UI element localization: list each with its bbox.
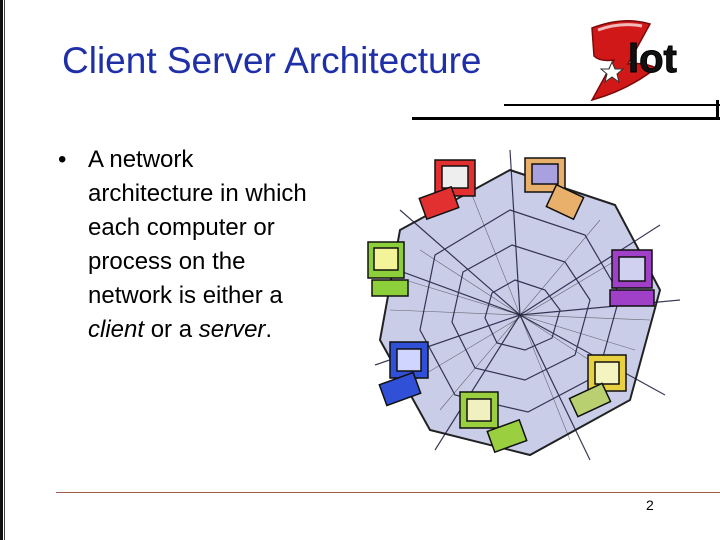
bullet-line-1: A network	[88, 146, 194, 173]
footer-rule	[56, 492, 720, 493]
title-rule-1	[504, 104, 720, 106]
left-border	[0, 0, 3, 540]
computer-tan	[524, 157, 585, 221]
bullet-line-4: process on the	[88, 248, 246, 275]
computer-red	[418, 159, 476, 221]
zlot-logo: lot	[590, 20, 677, 102]
bullet-marker: •	[58, 146, 67, 173]
bullet-item: A network architecture in which each com…	[88, 143, 358, 347]
client-term: client	[88, 316, 145, 343]
computer-blue	[378, 341, 429, 407]
bullet-line-5: network is either a	[88, 282, 283, 309]
bullet-line-2: architecture in which	[88, 180, 307, 207]
period-text: .	[265, 316, 273, 343]
computer-yellow	[568, 354, 627, 418]
slide-title: Client Server Architecture	[62, 40, 482, 81]
title-rule-vert	[716, 100, 719, 120]
server-term: server	[198, 316, 266, 343]
computer-purple	[609, 249, 655, 307]
computer-green	[367, 241, 409, 297]
computer-lime	[459, 391, 528, 454]
bullet-line-6: client or a server.	[88, 313, 358, 347]
title-rule-2	[412, 117, 720, 120]
bullet-list: • A network architecture in which each c…	[58, 143, 358, 347]
left-border-inner	[4, 0, 5, 540]
bullet-line-3: each computer or	[88, 214, 275, 241]
svg-text:lot: lot	[628, 37, 677, 81]
or-a-text: or a	[144, 316, 199, 343]
page-number: 2	[646, 497, 654, 513]
network-computers-clipart	[367, 150, 680, 461]
